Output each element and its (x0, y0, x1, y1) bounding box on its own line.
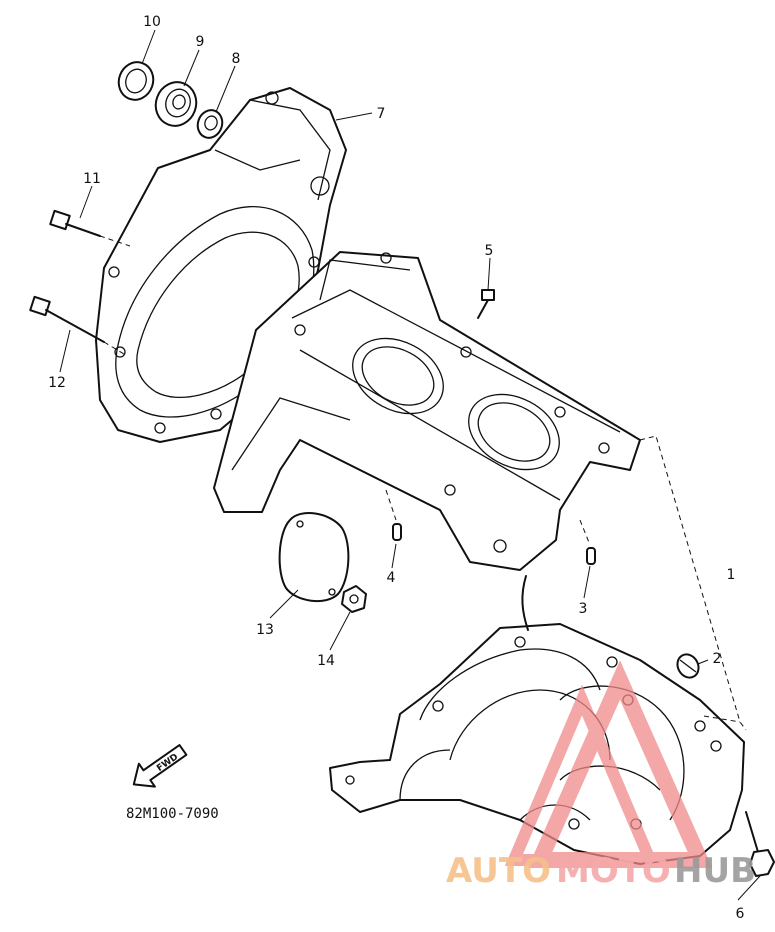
part-4-dowel-pin (385, 489, 402, 541)
drawing-code: 82M100-7090 (126, 806, 219, 822)
fwd-arrow: FWD (132, 744, 188, 788)
part-5-bolt (477, 289, 495, 319)
callout-6: 6 (736, 906, 745, 922)
part-6-bolt (745, 811, 775, 877)
part-13-cover-plate (278, 512, 350, 603)
callout-10: 10 (143, 14, 161, 30)
callout-8: 8 (232, 51, 241, 67)
callout-3: 3 (579, 601, 588, 617)
part-12-long-bolt (29, 295, 125, 355)
callout-12: 12 (48, 375, 66, 391)
watermark-logo (504, 660, 713, 868)
callout-2: 2 (713, 651, 722, 667)
watermark: AUTO MOTO HUB (446, 660, 756, 891)
part-1-crankcase-upper (213, 251, 641, 571)
leader-lines (59, 29, 761, 901)
callout-5: 5 (485, 243, 494, 259)
part-9-bearing (154, 81, 198, 127)
callout-9: 9 (196, 34, 205, 50)
part-3-dowel-pin (579, 519, 596, 565)
callout-4: 4 (387, 570, 396, 586)
part-10-oil-seal (117, 61, 155, 101)
part-11-bolt (49, 209, 131, 247)
part-14-nut (341, 585, 367, 613)
callout-14: 14 (317, 653, 335, 669)
callout-11: 11 (83, 171, 101, 187)
callout-1: 1 (727, 567, 736, 583)
part-2-cap (676, 653, 700, 679)
watermark-moto: MOTO (556, 851, 671, 891)
callout-7: 7 (377, 106, 386, 122)
watermark-auto: AUTO (446, 851, 551, 891)
callout-numbers: 10 9 8 7 11 5 12 4 1 3 13 14 2 6 (48, 14, 744, 922)
assembly-line-1 (639, 435, 747, 731)
part-8-collar (196, 109, 224, 139)
callout-13: 13 (256, 622, 274, 638)
watermark-hub: HUB (674, 851, 756, 891)
